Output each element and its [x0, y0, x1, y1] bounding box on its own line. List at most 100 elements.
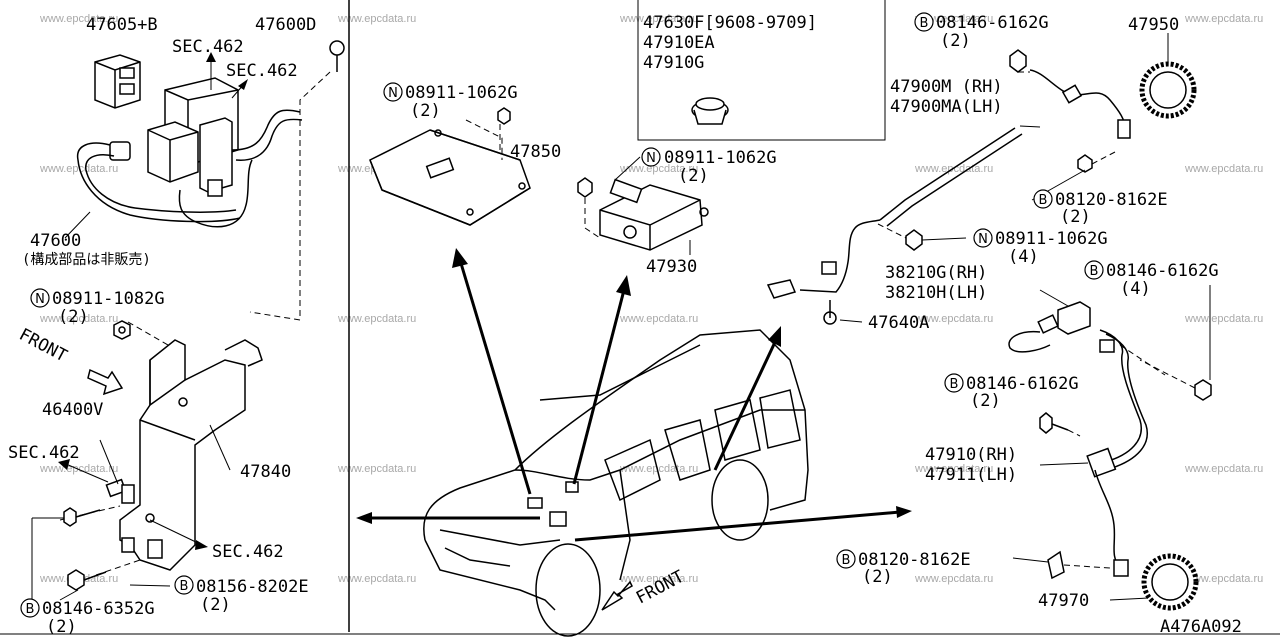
nut-marker-icon [641, 147, 661, 167]
label-47910: 47910(RH) [925, 445, 1017, 465]
label-qty2-c: (2) [200, 595, 231, 615]
watermark: www.epcdata.ru [619, 163, 698, 175]
label-b08146-6162g-c: 08146-6162G [966, 374, 1079, 394]
bolt-marker-letter: B [920, 16, 929, 31]
watermark: www.epcdata.ru [337, 573, 416, 585]
rear-sensor-drawing [1039, 329, 1212, 580]
label-n08911-1082g: 08911-1082G [52, 289, 165, 309]
nut-marker-letter: N [978, 232, 988, 247]
nut-marker-letter: N [35, 292, 45, 307]
label-qty4-b: (4) [1120, 279, 1151, 299]
label-47900m: 47900M (RH) [890, 77, 1003, 97]
watermark: www.epcdata.ru [619, 13, 698, 25]
vehicle-drawing [423, 329, 809, 637]
label-qty2-i: (2) [862, 567, 893, 587]
label-47640a: 47640A [868, 313, 929, 333]
label-sec462-b: SEC.462 [226, 61, 298, 81]
nut-marker-icon [383, 82, 403, 102]
label-b08146-6352g: 08146-6352G [42, 599, 155, 619]
label-box-line2: 47910EA [643, 33, 715, 53]
bolt-marker-letter: B [1090, 264, 1099, 279]
sensor-drawing [105, 478, 135, 504]
tone-wheel-bottom [1141, 553, 1199, 611]
label-47600d: 47600D [255, 15, 316, 35]
label-47850: 47850 [510, 142, 561, 162]
watermark: www.epcdata.ru [914, 13, 993, 25]
label-qty2-h: (2) [970, 391, 1001, 411]
watermark: www.epcdata.ru [39, 313, 118, 325]
nut-marker-letter: N [388, 86, 398, 101]
bolt-marker-letter: B [1039, 193, 1048, 208]
watermark: www.epcdata.ru [1184, 573, 1263, 585]
label-38210h: 38210H(LH) [885, 283, 987, 303]
label-qty2-g: (2) [1060, 207, 1091, 227]
bolt-marker-letter: B [180, 579, 189, 594]
bolt-marker-letter: B [950, 377, 959, 392]
sec-arrows-top [206, 52, 248, 99]
sensor-bracket-drawing [1008, 301, 1091, 353]
watermark: www.epcdata.ru [337, 463, 416, 475]
label-b08146-6162g-b: 08146-6162G [1106, 261, 1219, 281]
watermark: www.epcdata.ru [619, 463, 698, 475]
nut-marker-icon [30, 288, 50, 308]
abs-actuator-drawing [76, 77, 303, 228]
marker-circles: N B B N N B B N B B B [20, 12, 1104, 618]
watermark: www.epcdata.ru [39, 13, 118, 25]
watermark: www.epcdata.ru [1184, 163, 1263, 175]
label-47950: 47950 [1128, 15, 1179, 35]
nut-marker-letter: N [646, 151, 656, 166]
label-qty2-e: (2) [678, 166, 709, 186]
front-sensor-drawing [766, 49, 1131, 325]
tone-wheel-top [1139, 33, 1197, 119]
label-sec462-a: SEC.462 [172, 37, 244, 57]
label-front-a: FRONT [16, 325, 71, 367]
label-note-jp: (構成部品は非販売) [22, 252, 151, 268]
label-b08120-8162e-a: 08120-8162E [1055, 190, 1168, 210]
label-n08911-1062g-a: 08911-1062G [405, 83, 518, 103]
part-list-box [637, 0, 886, 141]
label-46400v: 46400V [42, 400, 103, 420]
bolt-marker-letter: B [26, 602, 35, 617]
label-qty2-a: (2) [58, 307, 89, 327]
label-47911: 47911(LH) [925, 465, 1017, 485]
watermark: www.epcdata.ru [1184, 13, 1263, 25]
label-sec462-d: SEC.462 [212, 542, 284, 562]
watermark: www.epcdata.ru [1184, 313, 1263, 325]
front-arrow-left [87, 368, 124, 396]
control-unit-drawing [369, 107, 593, 226]
bolt-marker-icon [914, 12, 934, 32]
label-47930: 47930 [646, 257, 697, 277]
label-box-line3: 47910G [643, 53, 704, 73]
control-unit-dashes [465, 119, 601, 239]
nut-drawing [113, 320, 131, 340]
label-n08911-1062g-c: 08911-1062G [995, 229, 1108, 249]
bolt-marker-icon [20, 598, 40, 618]
bolt-marker-icon [1084, 260, 1104, 280]
sec-arrows-left [58, 459, 208, 550]
watermark: www.epcdata.ru [619, 313, 698, 325]
bolt-marker-icon [174, 575, 194, 595]
relay-part-drawing [94, 54, 141, 109]
bolt-marker-icon [836, 549, 856, 569]
bolt-marker-icon [1033, 189, 1053, 209]
label-38210g: 38210G(RH) [885, 263, 987, 283]
watermark: www.epcdata.ru [914, 573, 993, 585]
middle-leaders [614, 156, 691, 255]
label-47900ma: 47900MA(LH) [890, 97, 1003, 117]
front-arrow-bottom [601, 580, 633, 611]
bolt-marker-icon [944, 373, 964, 393]
label-qty2-f: (2) [940, 31, 971, 51]
watermark: www.epcdata.ru [337, 13, 416, 25]
left-leaders [31, 211, 231, 601]
sensor-unit-drawing [599, 178, 709, 251]
label-b08156-8202e: 08156-8202E [196, 577, 309, 597]
bracket-drawing [119, 339, 263, 571]
label-sec462-c: SEC.462 [8, 443, 80, 463]
watermark: www.epcdata.ru [337, 313, 416, 325]
label-47600: 47600 [30, 231, 81, 251]
bolt-drawing [329, 40, 345, 72]
bolt-marker-letter: B [842, 553, 851, 568]
part-labels: 47605+B 47600D SEC.462 SEC.462 47600 (構成… [8, 13, 1242, 637]
label-47970: 47970 [1038, 591, 1089, 611]
label-47605b: 47605+B [86, 15, 158, 35]
